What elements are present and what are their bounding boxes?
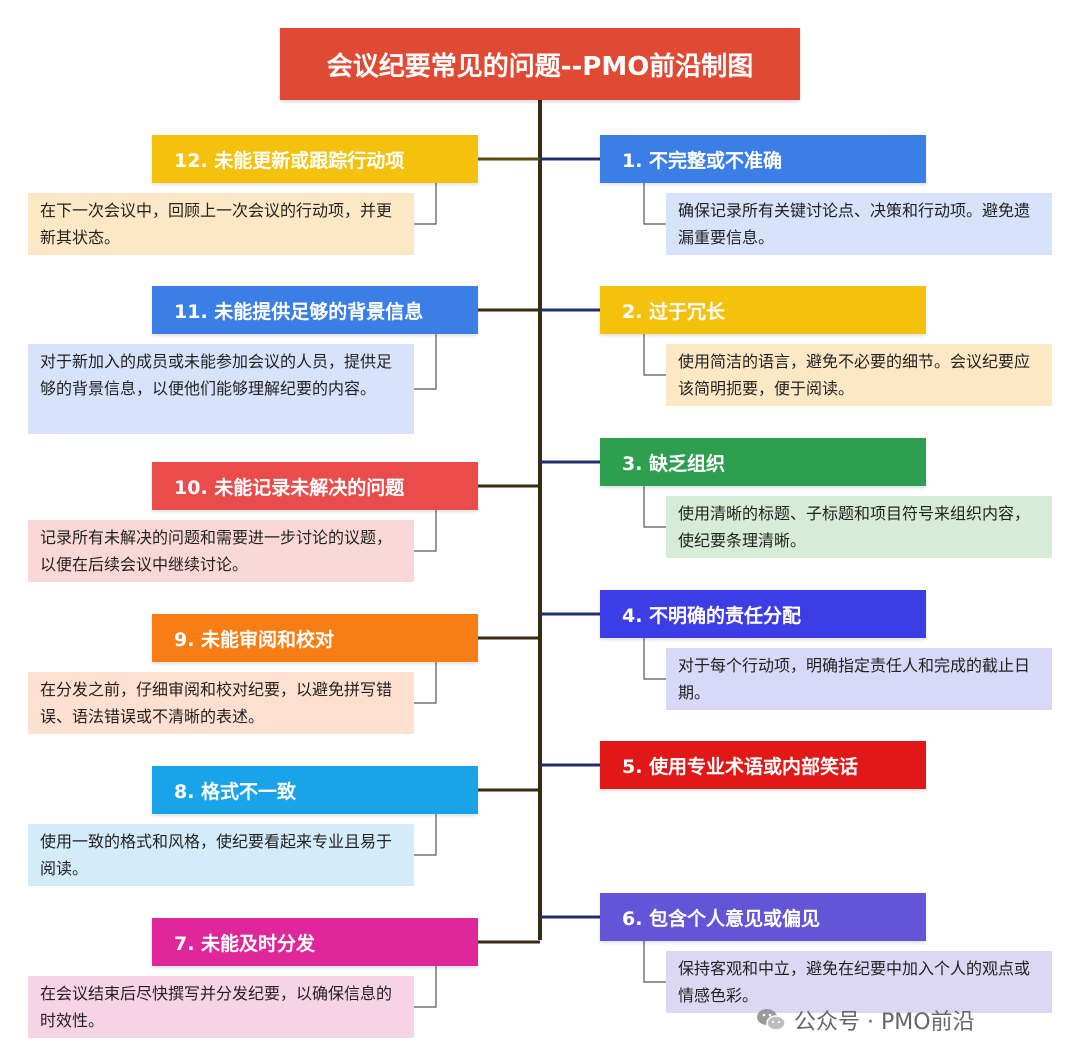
problem-label: 3. 缺乏组织: [622, 452, 726, 475]
connector-line: [414, 183, 437, 225]
problem-label: 9. 未能审阅和校对: [174, 628, 335, 651]
watermark: 公众号 · PMO前沿: [756, 1004, 975, 1036]
connector-line: [414, 814, 437, 856]
watermark-text: 公众号 · PMO前沿: [794, 1010, 975, 1035]
problem-label: 2. 过于冗长: [622, 300, 726, 323]
problem-description-11: 对于新加入的成员或未能参加会议的人员，提供足够的背景信息，以便他们能够理解纪要的…: [28, 344, 414, 434]
problem-node-2: 2. 过于冗长: [600, 286, 926, 334]
problem-label: 5. 使用专业术语或内部笑话: [622, 755, 859, 778]
problem-node-1: 1. 不完整或不准确: [600, 135, 926, 183]
problem-node-7: 7. 未能及时分发: [152, 918, 478, 966]
problem-description-2: 使用简洁的语言，避免不必要的细节。会议纪要应该简明扼要，便于阅读。: [666, 344, 1052, 406]
problem-node-4: 4. 不明确的责任分配: [600, 590, 926, 638]
problem-label: 1. 不完整或不准确: [622, 149, 783, 172]
problem-label: 7. 未能及时分发: [174, 932, 316, 955]
problem-node-11: 11. 未能提供足够的背景信息: [152, 286, 478, 334]
problem-description-8: 使用一致的格式和风格，使纪要看起来专业且易于阅读。: [28, 824, 414, 886]
problem-description-9: 在分发之前，仔细审阅和校对纪要，以避免拼写错误、语法错误或不清晰的表述。: [28, 672, 414, 734]
problem-node-10: 10. 未能记录未解决的问题: [152, 462, 478, 510]
problem-label: 4. 不明确的责任分配: [622, 604, 802, 627]
problem-node-3: 3. 缺乏组织: [600, 438, 926, 486]
problem-node-5: 5. 使用专业术语或内部笑话: [600, 741, 926, 789]
connector-line: [643, 183, 666, 225]
problem-description-10: 记录所有未解决的问题和需要进一步讨论的议题，以便在后续会议中继续讨论。: [28, 520, 414, 582]
problem-description-6: 保持客观和中立，避免在纪要中加入个人的观点或情感色彩。: [666, 951, 1052, 1013]
problem-description-1: 确保记录所有关键讨论点、决策和行动项。避免遗漏重要信息。: [666, 193, 1052, 255]
problem-node-8: 8. 格式不一致: [152, 766, 478, 814]
connector-line: [414, 510, 437, 552]
connector-line: [414, 662, 437, 704]
problem-label: 8. 格式不一致: [174, 780, 297, 803]
problem-description-5: [666, 799, 1052, 861]
connector-line: [643, 486, 666, 528]
connector-line: [643, 334, 666, 376]
connector-line: [414, 334, 437, 390]
problem-label: 12. 未能更新或跟踪行动项: [174, 149, 405, 172]
problem-description-4: 对于每个行动项，明确指定责任人和完成的截止日期。: [666, 648, 1052, 710]
wechat-icon: [756, 1007, 786, 1033]
connector-line: [414, 966, 437, 1008]
problem-node-6: 6. 包含个人意见或偏见: [600, 893, 926, 941]
diagram-title: 会议纪要常见的问题--PMO前沿制图: [280, 28, 800, 100]
connector-line: [643, 941, 666, 983]
problem-node-12: 12. 未能更新或跟踪行动项: [152, 135, 478, 183]
problem-description-3: 使用清晰的标题、子标题和项目符号来组织内容，使纪要条理清晰。: [666, 496, 1052, 558]
problem-label: 11. 未能提供足够的背景信息: [174, 300, 424, 323]
problem-label: 6. 包含个人意见或偏见: [622, 907, 821, 930]
problem-description-7: 在会议结束后尽快撰写并分发纪要，以确保信息的时效性。: [28, 976, 414, 1038]
problem-description-12: 在下一次会议中，回顾上一次会议的行动项，并更新其状态。: [28, 193, 414, 255]
problem-label: 10. 未能记录未解决的问题: [174, 476, 405, 499]
problem-node-9: 9. 未能审阅和校对: [152, 614, 478, 662]
connector-line: [643, 638, 666, 680]
